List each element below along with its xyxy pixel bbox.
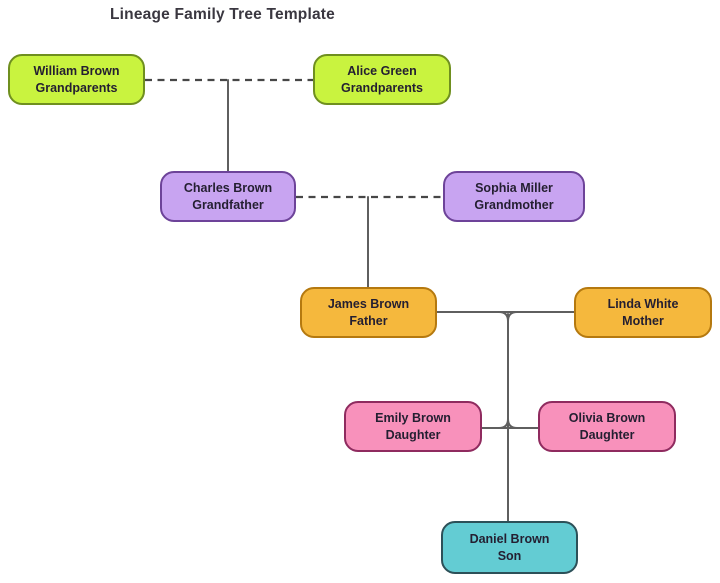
page-title: Lineage Family Tree Template [110,6,335,23]
person-name: Alice Green [347,64,417,78]
person-name: Sophia Miller [475,181,553,195]
junction-fillet [507,311,518,322]
person-role: Daughter [385,427,441,442]
node-james-brown[interactable]: James Brown Father [300,287,437,338]
person-name: Emily Brown [375,411,451,425]
person-role: Grandparents [35,80,118,95]
node-sophia-miller[interactable]: Sophia Miller Grandmother [443,171,585,222]
node-daniel-brown[interactable]: Daniel Brown Son [441,521,578,574]
node-alice-green[interactable]: Alice Green Grandparents [313,54,451,105]
junction-fillet [498,311,509,322]
person-name: William Brown [33,64,120,78]
node-william-brown[interactable]: William Brown Grandparents [8,54,145,105]
person-name: Charles Brown [183,181,273,195]
junction-fillet [507,418,518,429]
junction-fillet [498,418,509,429]
person-role: Grandfather [192,197,264,212]
node-linda-white[interactable]: Linda White Mother [574,287,712,338]
person-role: Father [349,313,388,328]
person-role: Grandparents [341,80,423,95]
person-name: Daniel Brown [469,532,550,546]
person-role: Daughter [579,427,635,442]
node-charles-brown[interactable]: Charles Brown Grandfather [160,171,296,222]
person-role: Grandmother [474,197,554,212]
node-emily-brown[interactable]: Emily Brown Daughter [344,401,482,452]
node-olivia-brown[interactable]: Olivia Brown Daughter [538,401,676,452]
person-name: Olivia Brown [568,411,646,425]
person-role: Son [497,548,522,563]
person-role: Mother [622,313,664,328]
person-name: James Brown [327,297,410,311]
person-name: Linda White [607,297,679,311]
